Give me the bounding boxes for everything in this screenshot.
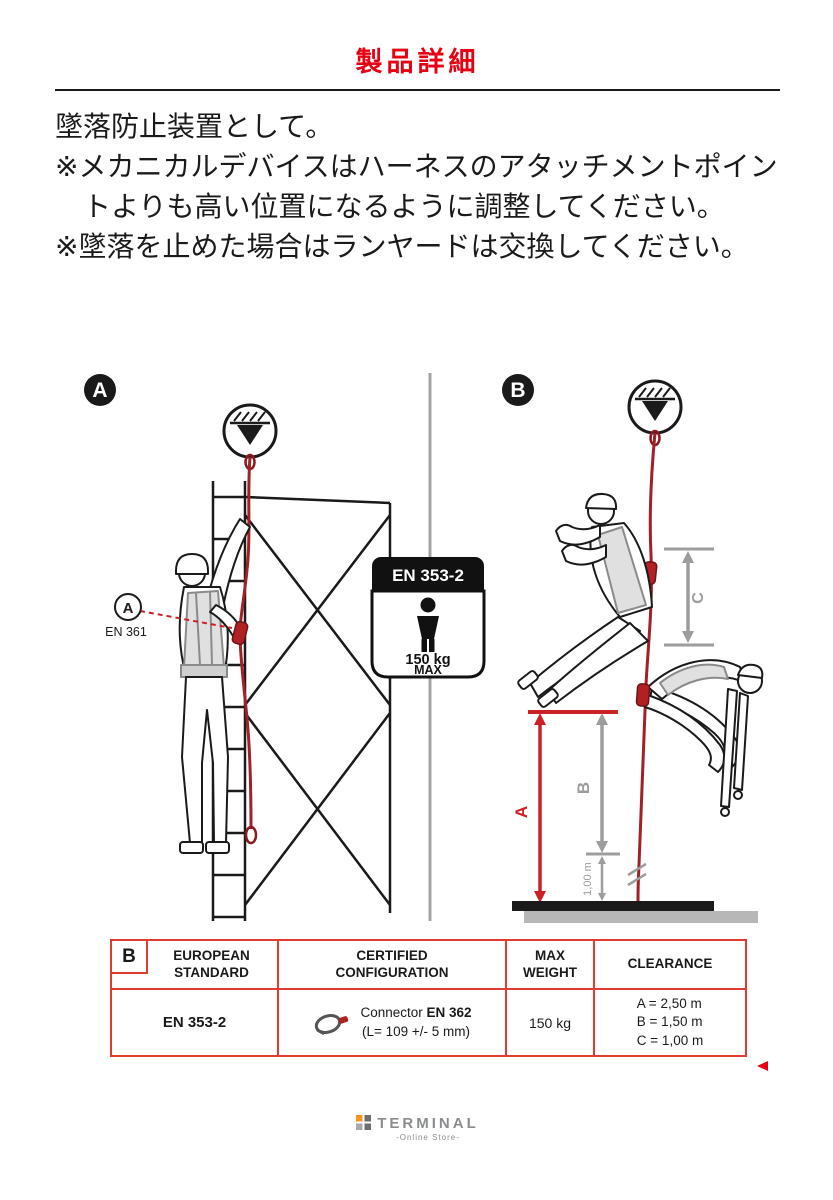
clearance-a: A = 2,50 m	[636, 996, 702, 1012]
description-line-1: 墜落防止装置として。	[55, 111, 334, 142]
figure-a-climber	[175, 518, 251, 854]
col-header-standard: EUROPEAN STANDARD	[173, 947, 250, 980]
technical-diagram: A B	[0, 365, 833, 935]
description-line-3: ※墜落を止めた場合はランヤードは交換してください。	[55, 231, 749, 262]
attachment-point-label: A	[123, 600, 134, 617]
figure-b-upper-person	[517, 492, 653, 708]
lanyard-rope-b	[636, 432, 657, 902]
footer: TERMINAL -Online Store-	[55, 1115, 780, 1142]
anchor-point-icon	[222, 403, 278, 459]
cell-configuration: Connector EN 362 (L= 109 +/- 5 mm)	[277, 988, 505, 1055]
terminal-logo: TERMINAL -Online Store-	[356, 1115, 479, 1142]
title-underline	[55, 89, 780, 91]
measure-c-label: C	[690, 592, 707, 604]
spec-table: B EUROPEAN STANDARD CERTIFIED CONFIGURAT…	[110, 939, 747, 1057]
badge-max-label: MAX	[414, 663, 442, 677]
anchor-point-icon	[627, 379, 683, 435]
clearance-c: C = 1,00 m	[636, 1032, 704, 1048]
standard-badge: EN 353-2 150 kg MAX	[370, 557, 486, 679]
cell-weight: 150 kg	[505, 988, 593, 1055]
description-line-2: ※メカニカルデバイスはハーネスのアタッチメントポイントよりも高い位置になるように…	[55, 151, 778, 222]
brand-tagline: -Online Store-	[396, 1133, 460, 1142]
red-pointer-icon	[757, 1061, 768, 1071]
panel-a-label: A	[84, 374, 116, 406]
ground-margin-label: 1,00 m	[582, 862, 594, 896]
ground-shadow	[524, 911, 758, 923]
clearance-b: B = 1,50 m	[636, 1014, 703, 1030]
attachment-point-annotation: A EN 361	[105, 593, 233, 639]
cell-clearance: A = 2,50 m B = 1,50 m C = 1,00 m	[593, 988, 745, 1055]
col-header-clearance: CLEARANCE	[593, 941, 745, 988]
panel-b-label: B	[502, 374, 534, 406]
fall-arrester-device-icon	[635, 682, 651, 708]
figure-b-lower-person	[644, 659, 764, 817]
col-header-weight: MAX WEIGHT	[505, 941, 593, 988]
person-pictogram-icon	[417, 597, 439, 652]
brand-name: TERMINAL	[377, 1115, 479, 1132]
measure-a-label: A	[512, 806, 531, 818]
svg-text:B: B	[510, 379, 525, 402]
col-header-configuration: CERTIFIED CONFIGURATION	[277, 941, 505, 988]
configuration-line-2: (L= 109 +/- 5 mm)	[361, 1023, 471, 1039]
measure-b-label: B	[574, 782, 593, 794]
diagram-svg: A B	[84, 373, 764, 923]
svg-text:A: A	[92, 379, 107, 402]
terminal-logo-icon	[356, 1115, 372, 1130]
rope-end-connector-icon	[244, 825, 258, 845]
clearance-measurements: A B C 1,00 m	[512, 547, 714, 903]
product-description: 墜落防止装置として。 ※メカニカルデバイスはハーネスのアタッチメントポイントより…	[55, 107, 780, 267]
table-corner-label: B	[112, 941, 148, 974]
connector-icon	[315, 1013, 349, 1035]
attachment-standard-label: EN 361	[105, 625, 147, 639]
configuration-line-1: Connector EN 362	[360, 1005, 472, 1021]
page-title: 製品詳細	[355, 47, 480, 77]
cell-standard: EN 353-2	[112, 988, 277, 1055]
badge-weight-label: 150 kg	[405, 652, 450, 668]
ground-bar	[512, 901, 714, 911]
badge-standard-label: EN 353-2	[392, 566, 464, 585]
